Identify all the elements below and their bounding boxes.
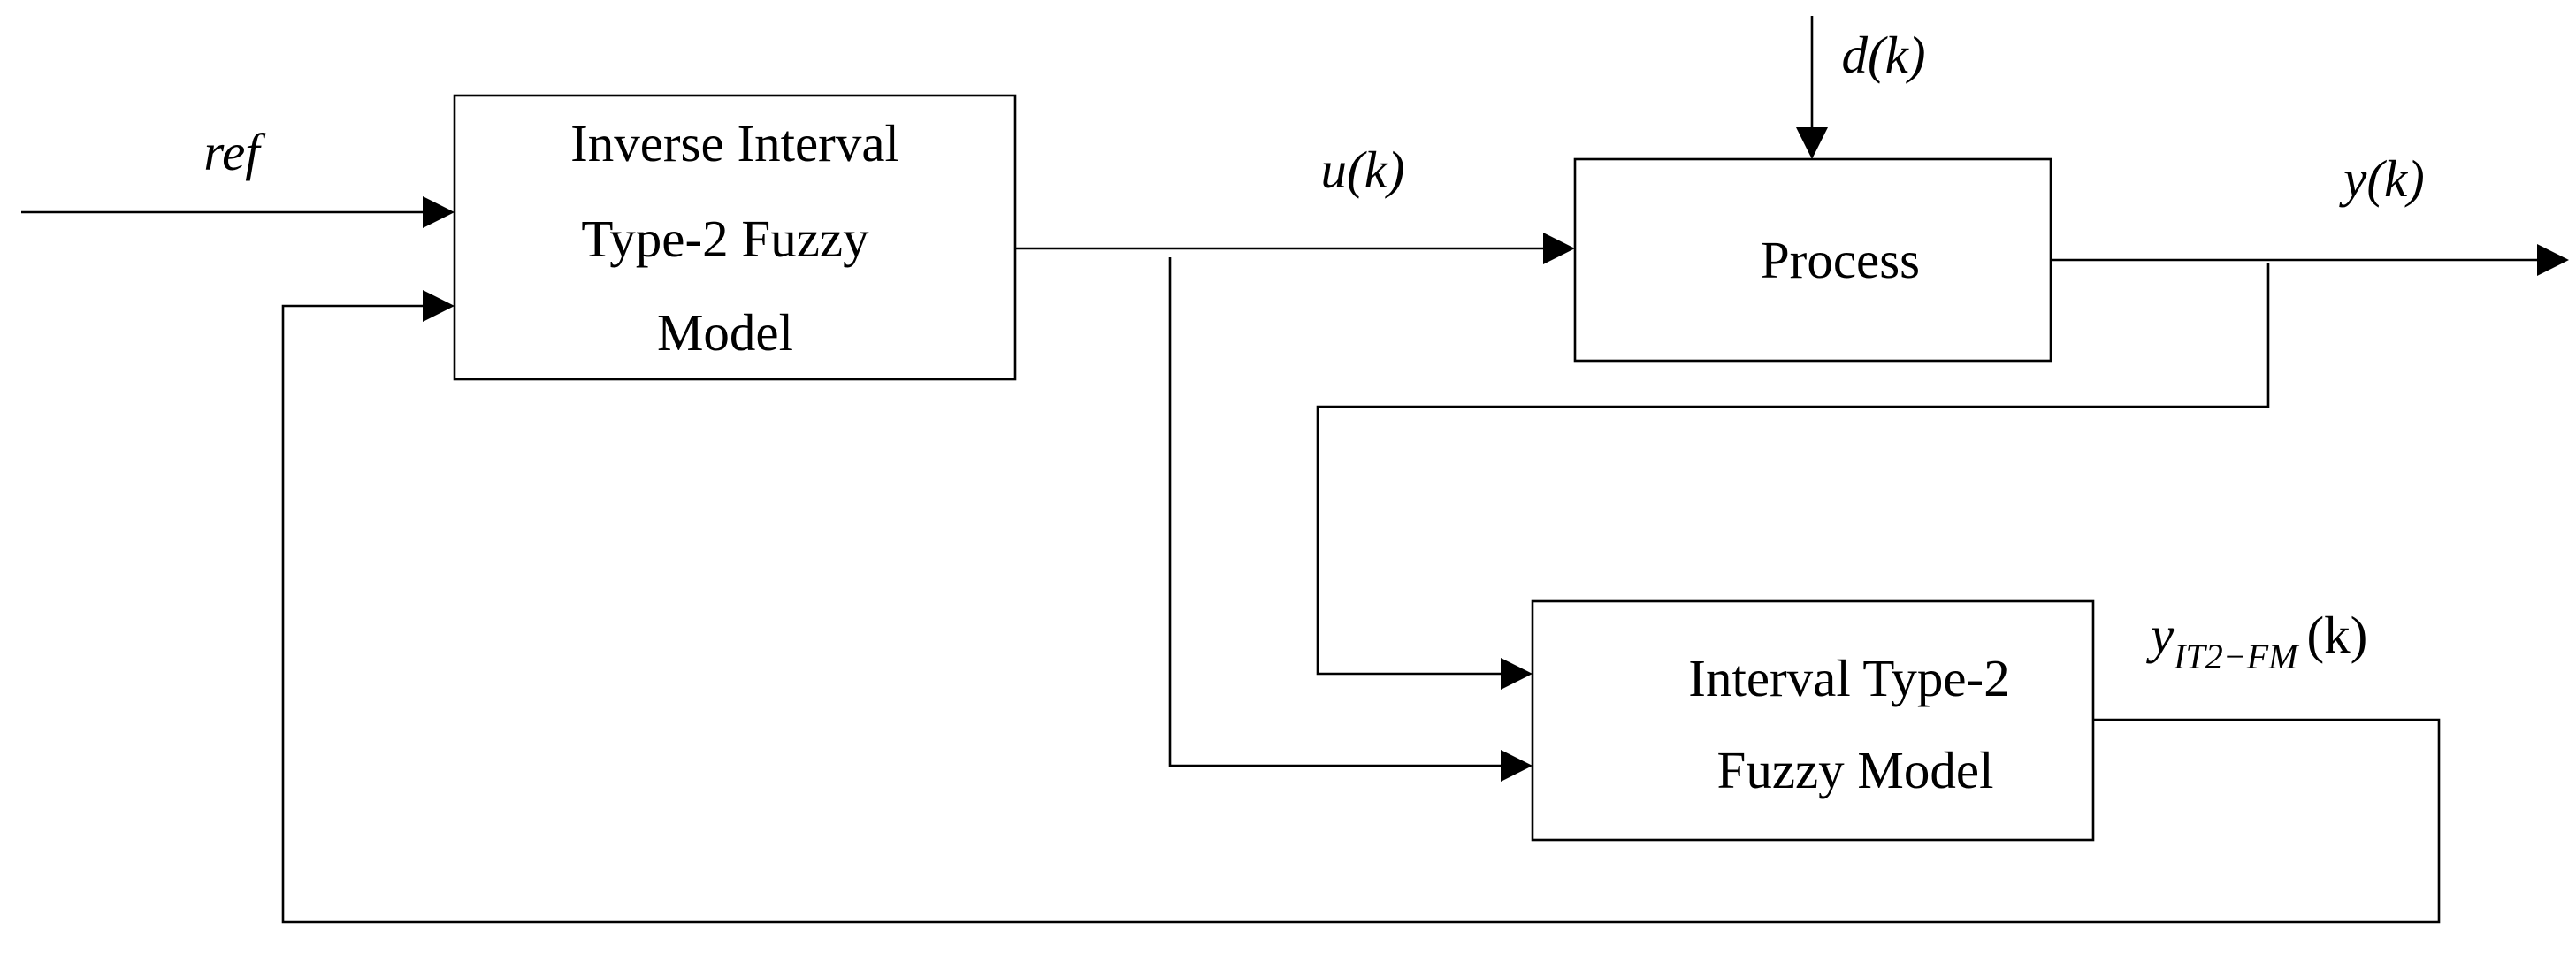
inverse-model-label-line-2: Type-2 Fuzzy [581, 210, 869, 268]
y-model-label: yIT2−FM(k) [2146, 606, 2367, 676]
y-branch-arrowhead [1501, 658, 1533, 690]
inverse-model-box [453, 94, 1017, 381]
y-model-argument: (k) [2307, 606, 2368, 664]
y-label: y(k) [2339, 149, 2425, 208]
d-label: d(k) [1842, 26, 1926, 84]
signal-labels: ref u(k) d(k) y(k) yIT2−FM(k) [203, 26, 2425, 676]
process-block: Process [1573, 157, 2052, 363]
d-arrowhead [1796, 127, 1828, 159]
feedback-arrowhead [423, 290, 455, 322]
feedback-wire [281, 304, 2441, 924]
fuzzy-model-label-line-2: Fuzzy Model [1717, 741, 1994, 799]
ref-arrowhead [423, 196, 455, 228]
inverse-model-label-line-3: Model [657, 303, 793, 362]
fuzzy-model-box [1531, 599, 2095, 842]
inverse-model-block: Inverse Interval Type-2 Fuzzy Model [453, 94, 1017, 381]
fuzzy-model-label-line-1: Interval Type-2 [1688, 649, 2009, 707]
fuzzy-model-block: Interval Type-2 Fuzzy Model [1531, 599, 2095, 842]
u-branch-arrowhead [1501, 750, 1533, 782]
connections [21, 16, 2569, 924]
y-model-base: y [2146, 606, 2175, 664]
u-arrowhead [1543, 233, 1575, 264]
u-label: u(k) [1321, 141, 1405, 199]
process-box [1573, 157, 2052, 363]
process-label: Process [1761, 231, 1920, 289]
inverse-model-label-line-1: Inverse Interval [570, 114, 899, 172]
y-branch-wire [1316, 263, 2270, 676]
u-branch-wire [1168, 257, 1506, 767]
y-arrowhead [2537, 244, 2569, 276]
y-model-subscript: IT2−FM [2173, 637, 2300, 676]
ref-label: ref [203, 123, 266, 181]
